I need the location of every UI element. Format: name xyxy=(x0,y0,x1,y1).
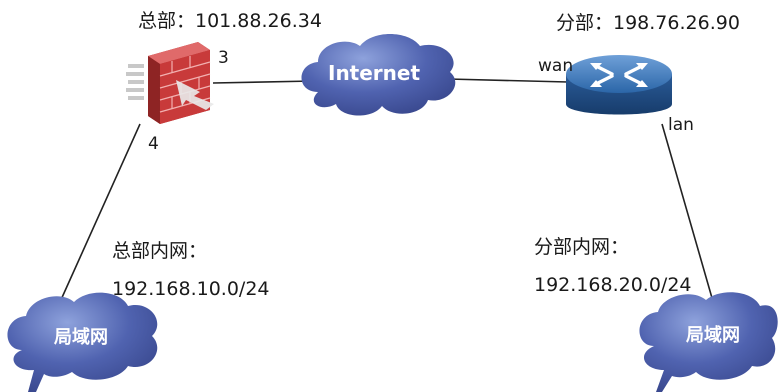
hq-lan-subnet: 192.168.10.0/24 xyxy=(112,278,270,300)
internet-label: Internet xyxy=(328,61,421,85)
branch-lan-title: 分部内网： xyxy=(534,236,630,258)
hq-lan-cloud xyxy=(7,292,158,392)
hq-port-internet-label: 3 xyxy=(218,48,229,68)
branch-lan-port-label: lan xyxy=(668,115,694,135)
branch-ip-label: 分部：198.76.26.90 xyxy=(556,12,740,34)
link-firewall-hq-lan xyxy=(59,123,141,303)
branch-lan-cloud xyxy=(639,292,778,392)
link-router-branch-lan xyxy=(661,123,713,299)
firewall-icon xyxy=(126,42,214,124)
hq-ip-label: 总部：101.88.26.34 xyxy=(138,10,322,32)
link-firewall-internet xyxy=(212,80,315,84)
branch-wan-port-label: wan xyxy=(538,56,574,76)
link-internet-router xyxy=(447,78,569,83)
hq-port-lan-label: 4 xyxy=(148,134,159,154)
internet-cloud xyxy=(301,34,456,116)
firewall-motion-lines-icon xyxy=(126,64,144,100)
hq-lan-title: 总部内网： xyxy=(112,240,208,262)
hq-lan-cloud-label: 局域网 xyxy=(54,327,108,348)
branch-lan-cloud-label: 局域网 xyxy=(686,325,740,346)
branch-lan-subnet: 192.168.20.0/24 xyxy=(534,274,692,296)
router-text: ROUTER xyxy=(604,115,644,124)
connection-lines xyxy=(59,78,713,303)
router-icon xyxy=(566,55,672,115)
